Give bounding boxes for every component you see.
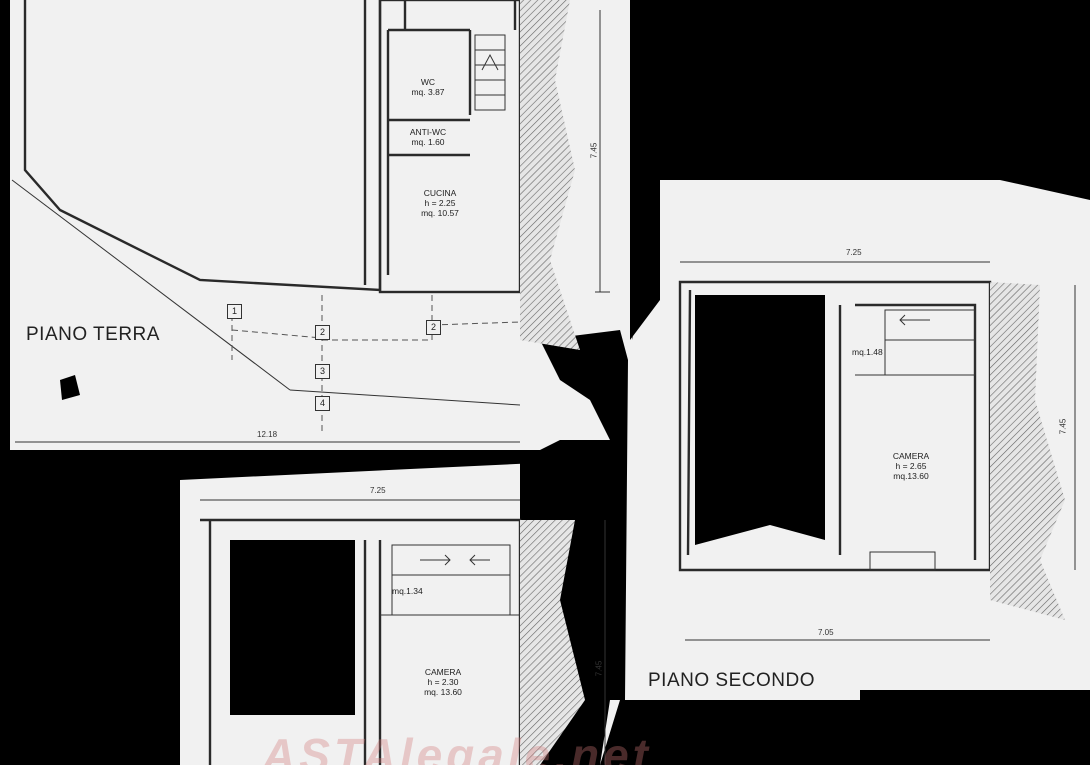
- section-marker-2a: 2: [315, 325, 330, 340]
- ground-floor-depth-dimension: 7.45: [589, 142, 599, 159]
- wc-area: mq. 3.87: [411, 87, 445, 97]
- kitchen-area: mq. 10.57: [421, 208, 459, 218]
- wc-room-label: WC mq. 3.87: [398, 77, 458, 97]
- second-floor-depth-dimension: 7.45: [1058, 418, 1068, 435]
- first-floor-bedroom-name: CAMERA: [424, 667, 462, 677]
- second-floor-bedroom-height: h = 2.65: [895, 461, 927, 471]
- first-floor-depth-dimension: 7.45: [594, 660, 604, 677]
- ground-floor-title: PIANO TERRA: [26, 324, 160, 345]
- first-floor-bedroom-height: h = 2.30: [427, 677, 459, 687]
- section-marker-2b: 2: [426, 320, 441, 335]
- second-floor-bottom-width-dimension: 7.05: [818, 628, 834, 637]
- kitchen-room-label: CUCINA h = 2.25 mq. 10.57: [405, 188, 475, 218]
- kitchen-name: CUCINA: [423, 188, 457, 198]
- second-floor-stair-area: mq.1.48: [852, 347, 883, 357]
- second-floor-plan: [678, 261, 1076, 641]
- kitchen-height: h = 2.25: [424, 198, 456, 208]
- second-floor-title: PIANO SECONDO: [648, 670, 815, 691]
- anti-wc-area: mq. 1.60: [411, 137, 445, 147]
- first-floor-bedroom-label: CAMERA h = 2.30 mq. 13.60: [408, 667, 478, 697]
- watermark-logo: ASTAlegale.net: [262, 729, 652, 765]
- first-floor-width-dimension: 7.25: [370, 486, 386, 495]
- anti-wc-room-label: ANTI-WC mq. 1.60: [396, 127, 460, 147]
- wc-name: WC: [420, 77, 436, 87]
- section-marker-4: 4: [315, 396, 330, 411]
- anti-wc-name: ANTI-WC: [409, 127, 447, 137]
- ground-floor-plan: [11, 0, 610, 443]
- second-floor-bedroom-area: mq.13.60: [893, 471, 929, 481]
- second-floor-bedroom-name: CAMERA: [892, 451, 930, 461]
- second-floor-bedroom-label: CAMERA h = 2.65 mq.13.60: [875, 451, 947, 481]
- ground-floor-width-dimension: 12.18: [257, 430, 278, 439]
- first-floor-stair-area: mq.1.34: [392, 586, 423, 596]
- section-marker-3: 3: [315, 364, 330, 379]
- section-marker-1: 1: [227, 304, 242, 319]
- second-floor-top-width-dimension: 7.25: [846, 248, 862, 257]
- first-floor-bedroom-area: mq. 13.60: [424, 687, 462, 697]
- first-floor-plan: [200, 499, 606, 765]
